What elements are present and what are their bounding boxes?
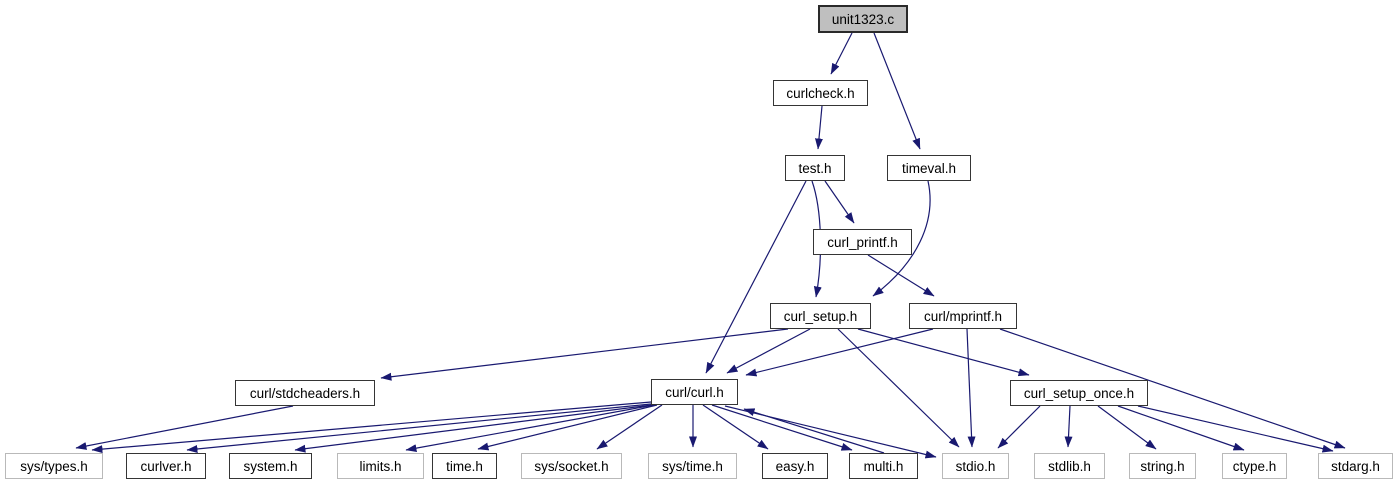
edge-curlcurl-to-easy [702,404,769,450]
node-curl-mprintf-h[interactable]: curl/mprintf.h [909,303,1017,329]
node-multi-h[interactable]: multi.h [849,453,918,479]
edge-curlcurl-to-limits [405,404,655,453]
edge-curlcurl-to-time [477,404,658,451]
edge-mprintf-to-stdarg [999,328,1346,449]
edge-mprintf-to-curlcurl [745,328,934,377]
node-time-h[interactable]: time.h [432,453,497,479]
node-curl-stdcheaders-h[interactable]: curl/stdcheaders.h [235,380,375,406]
node-unit1323-c: unit1323.c [818,5,908,33]
edge-setuponce-to-stdlib [1064,405,1073,448]
edge-curlsetup-to-curlcurl [726,328,811,374]
edge-setuponce-to-ctype [1117,405,1245,451]
edge-multi-to-curlcurl [743,408,885,454]
node-stdarg-h: stdarg.h [1318,453,1393,479]
edge-curlsetup-to-setuponce [857,328,1030,377]
edge-curlcurl-to-systypes [91,401,652,454]
edge-curlsetup-to-stdcheaders [380,328,789,381]
edge-curlcurl-to-system [294,404,653,453]
edge-curlcurl-to-syssocket [596,404,663,450]
edge-test-to-curlcurl [705,180,807,374]
node-timeval-h[interactable]: timeval.h [887,155,971,181]
edge-mprintf-to-stdio [966,328,976,448]
edge-curlcurl-to-multi [711,404,853,451]
edge-timeval-to-curlsetup [872,180,931,297]
node-curlcheck-h[interactable]: curlcheck.h [773,80,868,106]
node-sys-types-h: sys/types.h [5,453,103,479]
edge-curlcurl-to-curlver [186,403,652,453]
node-ctype-h: ctype.h [1222,453,1287,479]
edge-setuponce-to-string [1097,405,1157,450]
edge-curlcurl-to-stdio [724,405,937,459]
edge-curlcheck-to-test [814,105,823,150]
edge-setuponce-to-stdio [997,405,1041,449]
node-system-h[interactable]: system.h [229,453,312,479]
node-stdio-h: stdio.h [942,453,1009,479]
node-curlver-h[interactable]: curlver.h [126,453,206,479]
edge-unit1323-to-timeval [873,32,921,150]
edge-test-to-curlprintf [824,180,855,224]
node-stdlib-h: stdlib.h [1034,453,1105,479]
node-string-h: string.h [1129,453,1196,479]
node-sys-time-h: sys/time.h [648,453,737,479]
edge-stdcheaders-to-systypes [75,405,294,450]
edge-curlsetup-to-stdio [837,328,960,448]
node-limits-h: limits.h [337,453,424,479]
edge-setuponce-to-stdarg [1137,405,1334,453]
edge-unit1323-to-curlcheck [830,32,853,75]
node-test-h[interactable]: test.h [785,155,845,181]
node-curl-setup-h[interactable]: curl_setup.h [770,303,871,329]
node-curl-setup-once-h[interactable]: curl_setup_once.h [1010,380,1148,406]
node-curl-curl-h[interactable]: curl/curl.h [651,379,738,405]
node-sys-socket-h: sys/socket.h [521,453,622,479]
edge-curlprintf-to-mprintf [867,254,935,297]
node-curl-printf-h[interactable]: curl_printf.h [813,229,912,255]
node-easy-h[interactable]: easy.h [762,453,828,479]
